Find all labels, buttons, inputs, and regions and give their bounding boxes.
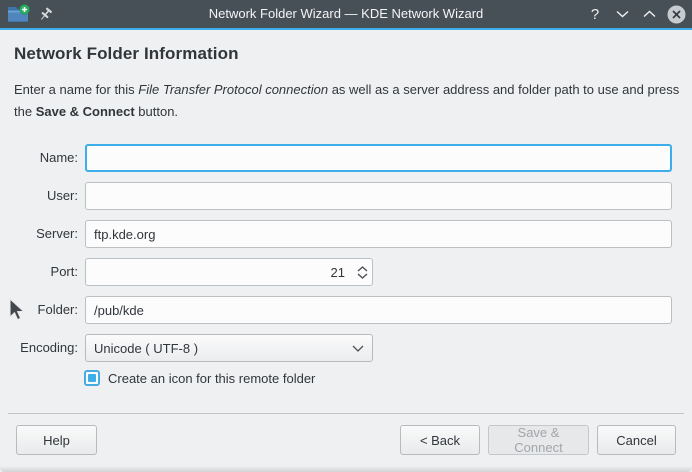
pin-icon[interactable] [38, 7, 53, 27]
titlebar-accent-line [0, 28, 692, 30]
name-label: Name: [39, 150, 78, 165]
spin-up-icon [357, 265, 367, 272]
titlebar[interactable]: Network Folder Wizard — KDE Network Wiza… [0, 0, 692, 28]
name-input[interactable] [85, 144, 672, 172]
page-title: Network Folder Information [14, 44, 239, 63]
intro-segment: button. [134, 104, 179, 119]
network-folder-add-icon [6, 4, 30, 29]
create-icon-checkbox[interactable] [84, 370, 100, 386]
folder-label: Folder: [37, 302, 78, 317]
close-icon[interactable] [666, 4, 686, 24]
button-row-separator [8, 413, 684, 414]
titlebar-left [6, 4, 53, 29]
back-button[interactable]: < Back [400, 425, 480, 455]
intro-save-connect-emphasis: Save & Connect [35, 104, 135, 119]
create-icon-checkbox-label: Create an icon for this remote folder [108, 370, 316, 386]
chevron-down-icon [352, 345, 372, 352]
intro-text: Enter a name for this File Transfer Prot… [14, 79, 680, 123]
context-help-button[interactable]: ? [590, 5, 600, 23]
intro-segment: Enter a name for this [14, 82, 139, 97]
window-bottom-edge [0, 466, 692, 472]
encoding-select[interactable]: Unicode ( UTF-8 ) [85, 334, 373, 362]
save-connect-button[interactable]: Save & Connect [488, 425, 589, 455]
port-spin-arrows[interactable] [352, 259, 372, 285]
port-label: Port: [50, 264, 78, 279]
minimize-icon[interactable] [612, 4, 632, 24]
checkbox-checked-mark [88, 374, 96, 382]
help-button[interactable]: Help [16, 425, 97, 455]
server-input[interactable] [85, 220, 672, 248]
folder-input[interactable] [85, 296, 672, 324]
port-value[interactable]: 21 [330, 264, 345, 280]
intro-segment: the [14, 104, 36, 119]
titlebar-buttons: ? [585, 0, 686, 28]
encoding-label: Encoding: [20, 340, 78, 355]
port-spinner[interactable]: 21 [85, 258, 373, 286]
intro-segment: as well as a server address and folder p… [328, 82, 680, 97]
create-icon-checkbox-row[interactable]: Create an icon for this remote folder [84, 370, 315, 386]
user-input[interactable] [85, 182, 672, 210]
cancel-button[interactable]: Cancel [597, 425, 676, 455]
user-label: User: [46, 188, 78, 203]
maximize-icon[interactable] [639, 4, 659, 24]
server-label: Server: [36, 226, 78, 241]
encoding-selected-value: Unicode ( UTF-8 ) [94, 340, 199, 356]
intro-protocol-name: File Transfer Protocol connection [138, 82, 329, 97]
spin-down-icon [357, 272, 367, 279]
